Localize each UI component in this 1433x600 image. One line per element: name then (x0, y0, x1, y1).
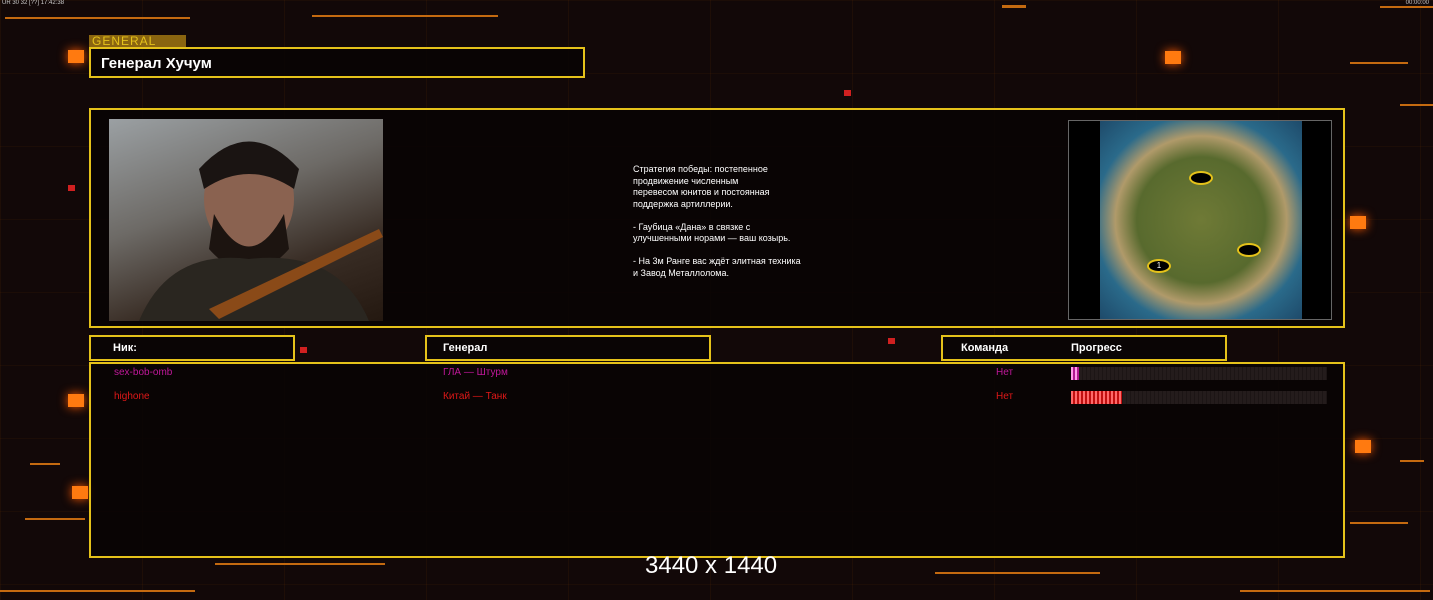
map-preview[interactable]: 1 (1068, 120, 1332, 320)
general-info-panel: Стратегия победы: постепенное продвижени… (89, 108, 1345, 328)
column-header-general: Генерал (425, 335, 711, 361)
decor-square (72, 486, 88, 499)
decor-square (1350, 216, 1366, 229)
map-terrain (1100, 121, 1302, 319)
start-position (1237, 243, 1261, 257)
decor-square (844, 90, 851, 96)
column-header-team: Команда (961, 342, 1009, 354)
column-header-nick: Ник: (89, 335, 295, 361)
resolution-label: 3440 x 1440 (645, 552, 778, 579)
decor-line (25, 518, 85, 520)
progress-fill (1071, 367, 1079, 380)
progress-fill (1071, 391, 1123, 404)
player-general: Китай — Танк (443, 391, 507, 402)
decor-square (68, 185, 75, 191)
column-header-progress: Прогресс (1071, 342, 1122, 354)
decor-line (215, 563, 385, 565)
player-general: ГЛА — Штурм (443, 367, 508, 378)
player-progress-bar (1071, 367, 1327, 380)
decor-square (68, 50, 84, 63)
decor-line (1400, 104, 1433, 106)
hud-clock: 00:00:00 (1405, 0, 1429, 6)
decor-line (30, 463, 60, 465)
decor-line (0, 590, 195, 592)
decor-square (300, 347, 307, 353)
decor-line (1350, 522, 1408, 524)
decor-line (1350, 62, 1408, 64)
general-portrait (109, 119, 383, 321)
general-description: Стратегия победы: постепенное продвижени… (633, 164, 801, 278)
start-position-1: 1 (1147, 259, 1171, 273)
player-team: Нет (996, 391, 1014, 402)
start-position (1189, 171, 1213, 185)
column-header-team-progress: Команда Прогресс (941, 335, 1227, 361)
decor-line (1002, 5, 1026, 8)
decor-square (1165, 51, 1181, 64)
portrait-image (139, 141, 383, 321)
hud-status: UR 30 32 [??] 17:42:38 (2, 0, 65, 6)
decor-line (5, 17, 190, 19)
decor-line (312, 15, 498, 17)
player-progress-bar (1071, 391, 1327, 404)
general-title: Генерал Хучум (89, 47, 585, 78)
decor-square (68, 394, 84, 407)
decor-line (1400, 460, 1424, 462)
player-nick: sex-bob-omb (114, 367, 173, 378)
decor-line (935, 572, 1100, 574)
decor-line (1380, 6, 1433, 8)
decor-line (1240, 590, 1430, 592)
player-nick: highone (114, 391, 150, 402)
decor-square (888, 338, 895, 344)
decor-square (1355, 440, 1371, 453)
player-team: Нет (996, 367, 1014, 378)
general-section-label: GENERAL (89, 35, 186, 48)
